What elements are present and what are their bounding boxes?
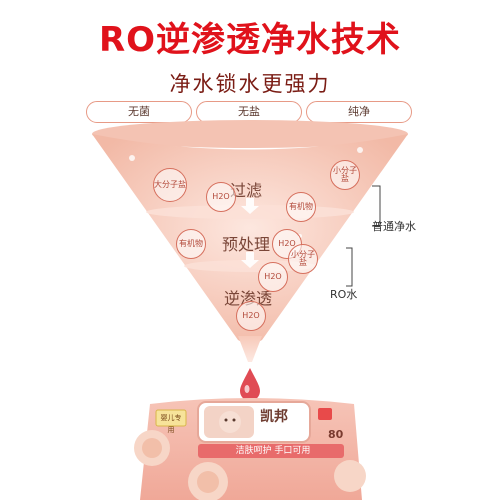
count-tag [318,408,332,420]
molecule-organic: 有机物 [176,229,206,259]
molecule-organic: 有机物 [286,192,316,222]
product-slogan: 洁肤呵护 手口可用 [235,446,311,456]
molecule-large-salt: 大分子盐 [153,168,187,202]
molecule-small-salt: 小分子盐 [330,160,360,190]
molecule-h2o: H2O [206,182,236,212]
tag-pure: 纯净 [306,101,412,123]
stage-filter: 过滤 [230,181,263,200]
label-ro-water: RO水 [330,288,358,301]
badge-shape [155,409,187,427]
product-count: 80 [328,428,344,441]
product-badge: 婴儿专用 [160,414,182,434]
brand-name: 凯邦 [260,409,288,425]
slogan-band [198,444,344,458]
label-normal-water: 普通净水 [372,220,416,233]
main-title: RO逆渗透净水技术 [98,20,402,60]
arrow-down-icon-1 [241,198,259,214]
bracket-normal-water [372,185,381,227]
funnel-spout [238,336,262,362]
tag-sterile: 无菌 [86,101,192,123]
water-drop-icon [240,368,260,401]
molecule-h2o: H2O [258,262,288,292]
arrow-down-icon-2 [241,252,259,268]
molecule-small-salt: 小分子盐 [288,244,318,274]
bracket-ro-water [346,247,353,287]
funnel-rim [92,120,408,148]
subtitle: 净水锁水更强力 [169,72,331,96]
molecule-h2o: H2O [236,301,266,331]
stage-pretreatment: 预处理 [222,235,271,254]
